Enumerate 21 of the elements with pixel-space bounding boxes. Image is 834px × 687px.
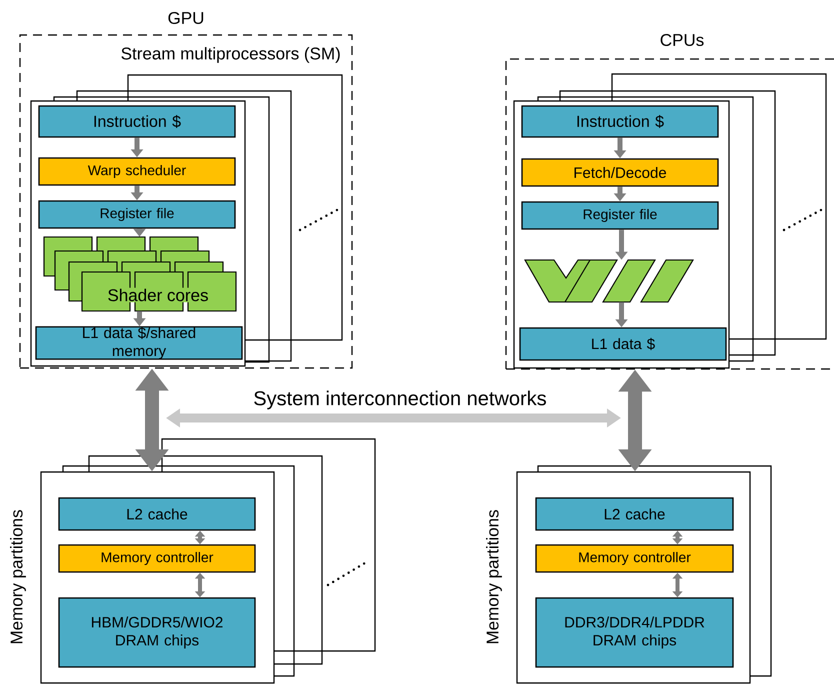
edge-label: System interconnection networks	[254, 390, 546, 410]
vector-unit-drawing	[524, 259, 694, 303]
controller-box: Memory controller	[58, 544, 256, 573]
scheduler-box: Warp scheduler	[38, 157, 236, 186]
dram-box: HBM/GDDR5/WIO2 DRAM chips	[58, 597, 256, 668]
register-file-box: Register file	[521, 201, 719, 230]
controller-box: Memory controller	[535, 544, 734, 573]
node-label: CPUs	[660, 34, 704, 46]
decode-box: Fetch/Decode	[521, 158, 719, 187]
node-label: GPU	[168, 12, 204, 24]
node-label: Memory partitions	[486, 510, 502, 644]
shader-cores-drawing: Shader cores	[43, 236, 237, 312]
register-file-box: Register file	[38, 200, 236, 229]
cache-box: L1 data $	[519, 327, 727, 361]
cache-box: L2 cache	[535, 497, 734, 531]
dram-box: DDR3/DDR4/LPDDR DRAM chips	[535, 597, 734, 668]
cache-box: Instruction $	[521, 105, 719, 138]
cache-box: L2 cache	[58, 497, 256, 531]
cache-box: L1 data $/shared memory	[35, 326, 243, 360]
node-label: Memory partitions	[10, 510, 26, 644]
cache-box: Instruction $	[38, 105, 236, 138]
